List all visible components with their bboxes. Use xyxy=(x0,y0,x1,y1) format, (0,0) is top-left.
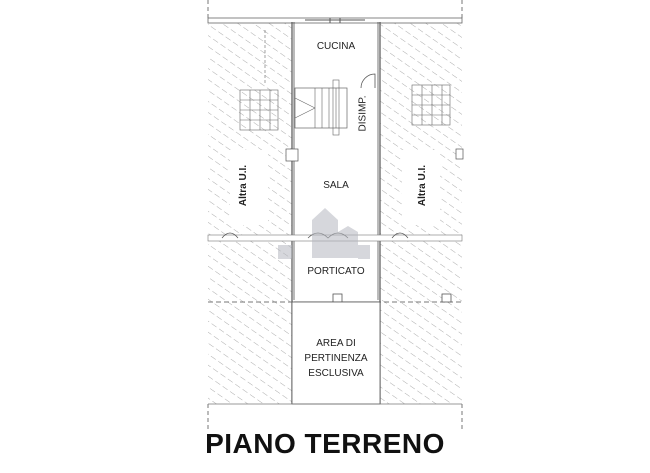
room-label-porticato: PORTICATO xyxy=(307,266,365,277)
room-label-sala: SALA xyxy=(323,180,349,191)
plan-title: PIANO TERRENO xyxy=(205,428,445,459)
room-label-disimp: DISIMP. xyxy=(357,95,369,132)
room-label-cucina: CUCINA xyxy=(316,41,356,52)
room-label-area-line3: ESCLUSIVA xyxy=(308,368,364,379)
room-label-area-line2: PERTINENZA xyxy=(304,353,368,364)
room-label-area-line1: AREA DI xyxy=(316,338,356,349)
adjacent-unit-right-label: Altra U.I. xyxy=(417,164,429,207)
adjacent-unit-left-label: Altra U.I. xyxy=(238,164,250,207)
watermark-logo xyxy=(278,208,370,259)
